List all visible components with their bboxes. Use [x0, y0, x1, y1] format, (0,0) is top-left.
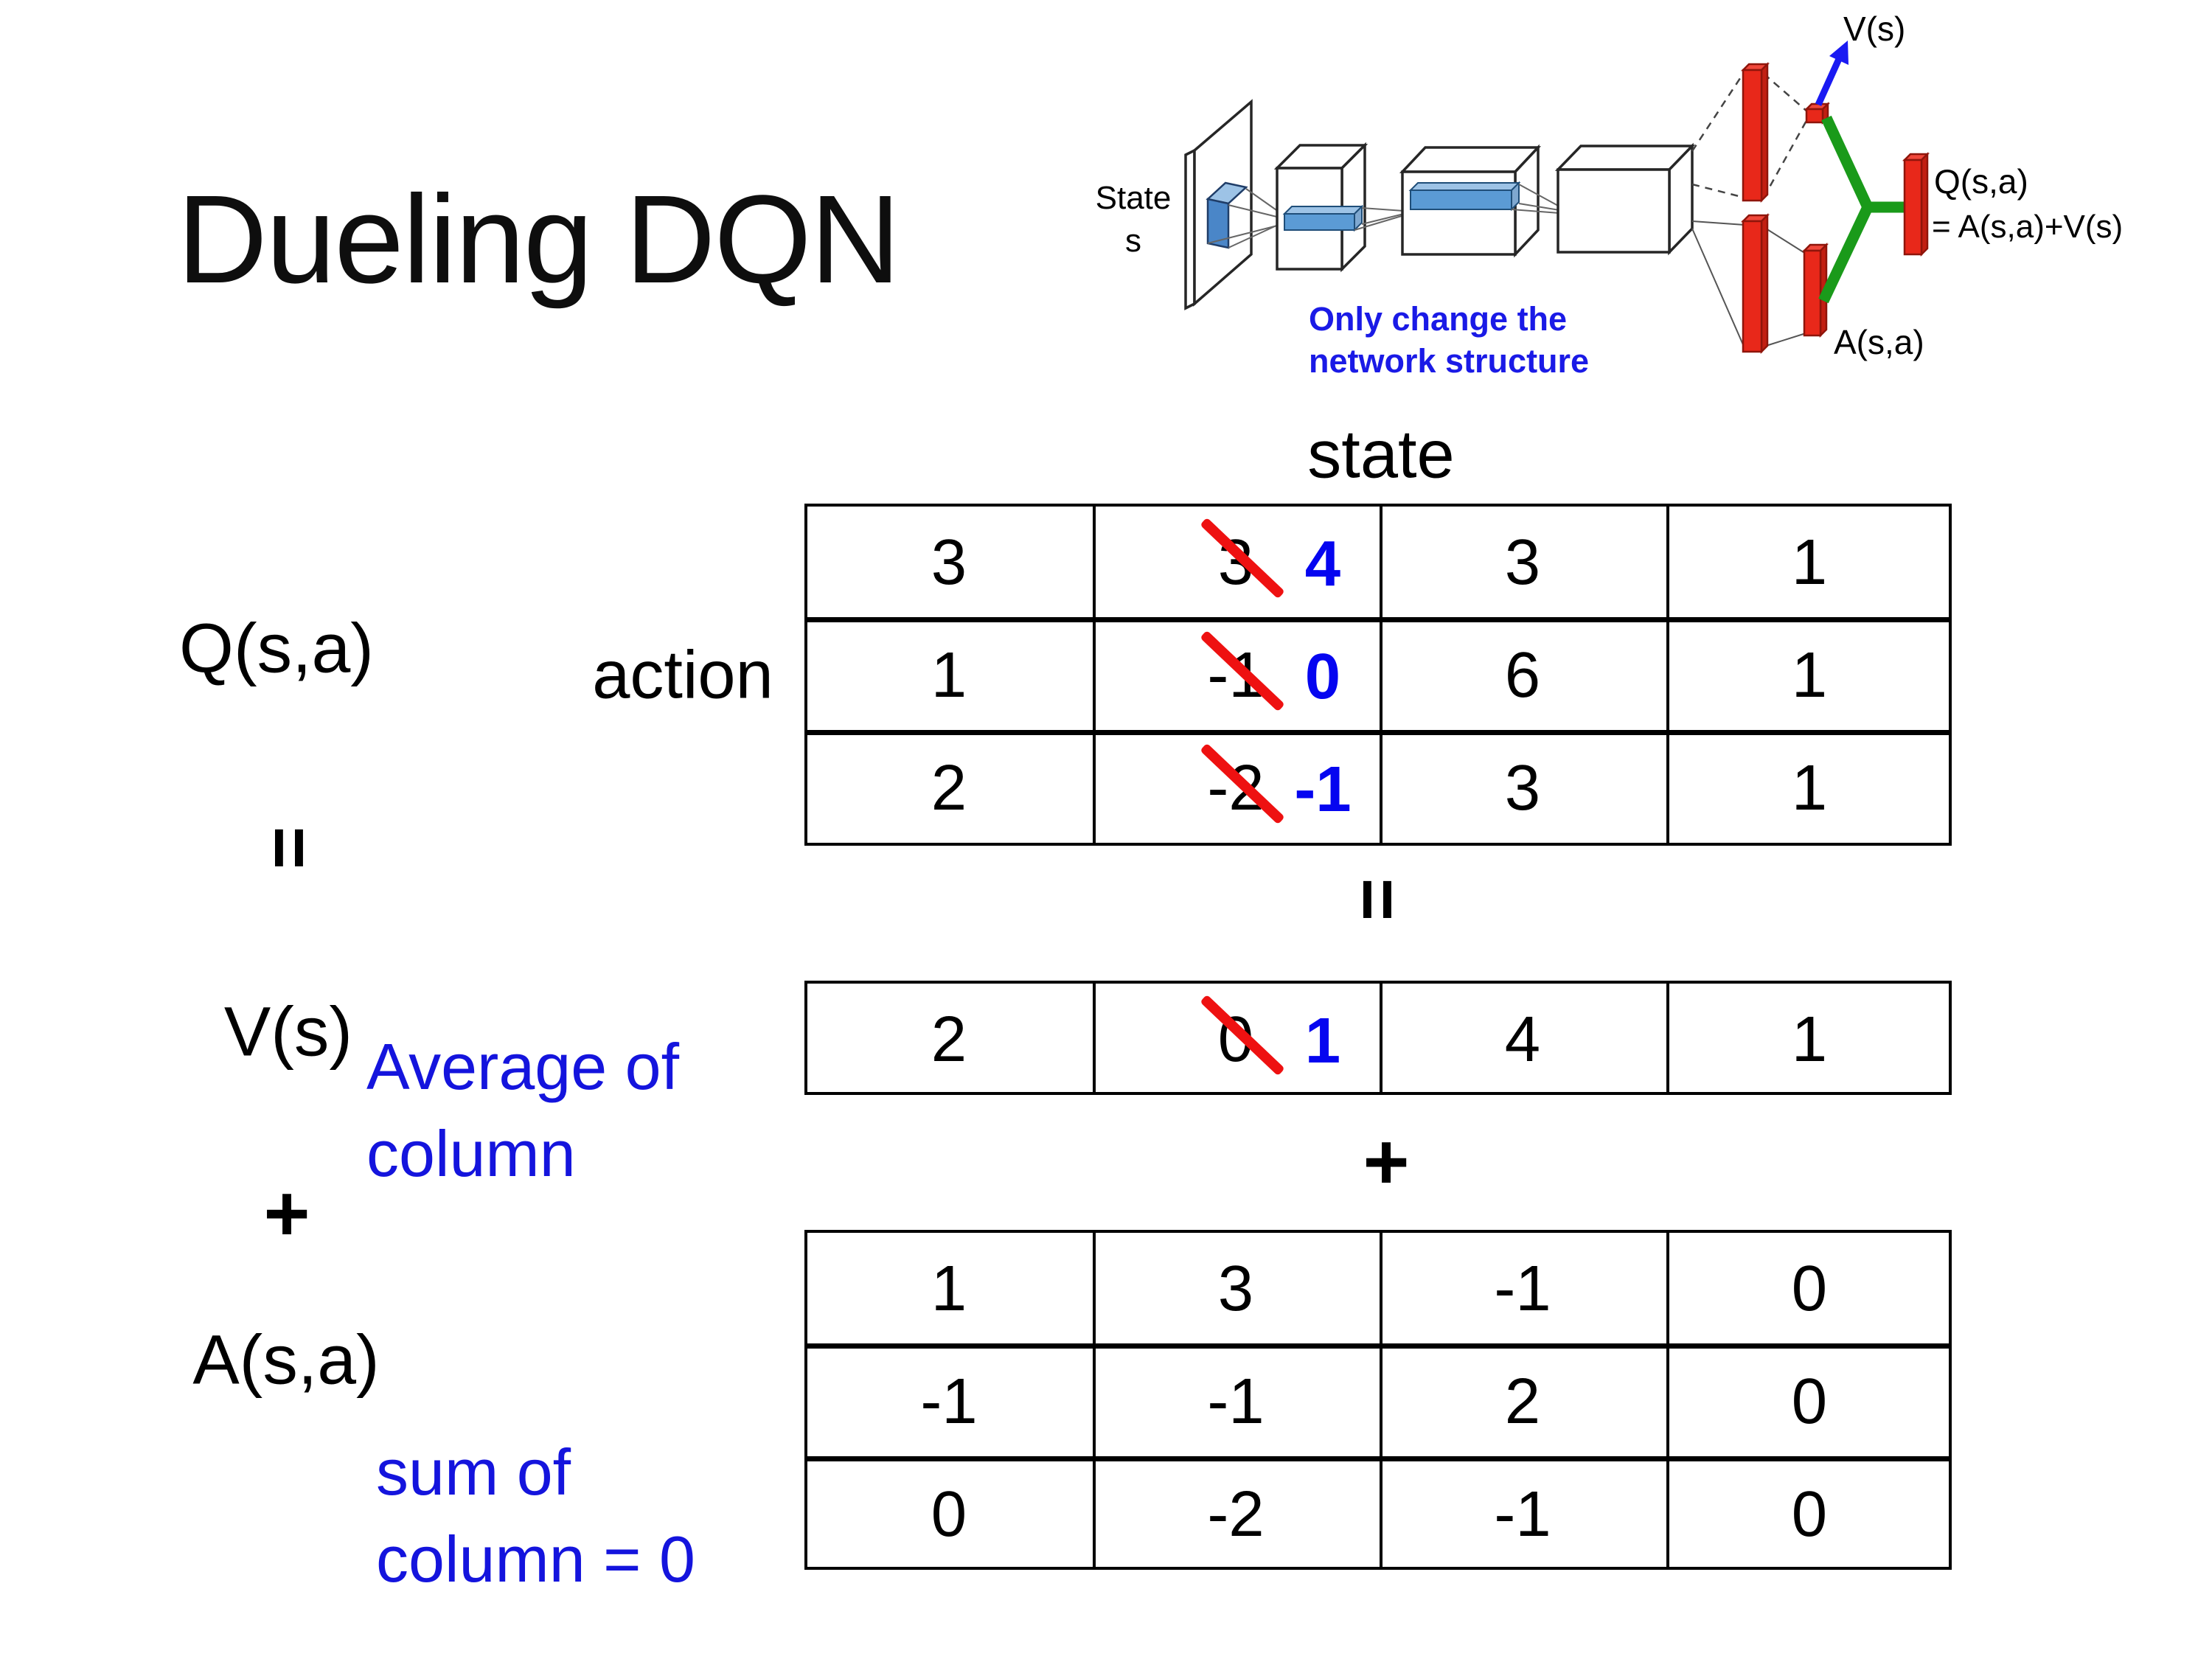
q-table-cell-r1c0: 1: [931, 639, 967, 711]
fc-bar-value: [1740, 61, 1770, 204]
a-matrix-label: A(s,a): [192, 1321, 380, 1399]
a-table-cell-r2c1: -2: [1207, 1478, 1265, 1550]
advantage-stream-lines: [1691, 220, 1806, 349]
a-table-hline-1: [807, 1343, 1949, 1349]
a-annotation-line1: sum of: [376, 1436, 571, 1509]
a-table-vline-1: [1093, 1233, 1096, 1567]
q-output-formula: = A(s,a)+V(s): [1932, 209, 2123, 245]
advantage-output-label: A(s,a): [1834, 323, 1924, 361]
state-header: state: [1307, 417, 1455, 493]
a-table-cell-r1c1: -1: [1207, 1366, 1265, 1437]
q-table-hline-1: [807, 617, 1949, 622]
v-table-override-r0: 1: [1304, 1005, 1341, 1077]
q-matrix-label: Q(s,a): [179, 609, 374, 688]
a-table-vline-2: [1380, 1233, 1382, 1567]
q-table-cell-r2c0: 2: [931, 752, 967, 824]
v-table-cell-r0c3: 1: [1791, 1004, 1828, 1075]
conv-cone-lines-2: [1354, 207, 1405, 231]
q-table-cell-r2c3: 1: [1791, 752, 1828, 824]
a-table-cell-r2c0: 0: [931, 1478, 967, 1550]
a-table: 1 3 -1 0 -1 -1 2 0 0 -2 -1 0: [804, 1230, 1952, 1570]
a-table-cell-r1c2: 2: [1504, 1366, 1541, 1437]
value-node: [1804, 101, 1831, 125]
a-table-hline-2: [807, 1456, 1949, 1461]
diagram-note-line2: network structure: [1309, 342, 1589, 380]
q-table-vline-2: [1380, 507, 1382, 843]
v-table-cell-r0c0: 2: [931, 1004, 967, 1075]
state-input-s: s: [1125, 223, 1141, 259]
q-table-cell-r0c0: 3: [931, 526, 967, 598]
v-annotation-line2: column: [366, 1117, 576, 1190]
action-label: action: [592, 637, 773, 713]
a-table-cell-r0c3: 0: [1791, 1253, 1828, 1324]
q-table-override-r0: 4: [1304, 528, 1341, 599]
v-table-vline-3: [1666, 984, 1669, 1092]
plus-center: +: [1363, 1116, 1410, 1206]
a-table-cell-r1c0: -1: [920, 1366, 978, 1437]
a-annotation-line2: column = 0: [376, 1523, 695, 1596]
q-table-hline-2: [807, 730, 1949, 735]
conv-cone-lines-3: [1511, 184, 1560, 214]
diagram-note-line1: Only change the: [1309, 300, 1567, 338]
a-table-cell-r2c2: -1: [1494, 1478, 1551, 1550]
a-table-cell-r0c1: 3: [1217, 1253, 1254, 1324]
feature-bar-3: [1408, 181, 1521, 212]
a-table-cell-r0c0: 1: [931, 1253, 967, 1324]
v-table-cell-r0c2: 4: [1504, 1004, 1541, 1075]
a-table-vline-3: [1666, 1233, 1669, 1567]
state-input-label: State: [1096, 180, 1172, 216]
v-table-vline-1: [1093, 984, 1096, 1092]
q-table-cell-r2c2: 3: [1504, 752, 1541, 824]
fc-bar-advantage: [1740, 212, 1770, 355]
dueling-network-diagram: State s: [1096, 10, 2124, 380]
v-matrix-label: V(s): [223, 992, 353, 1071]
a-table-cell-r1c3: 0: [1791, 1366, 1828, 1437]
plus-left: +: [263, 1168, 310, 1258]
value-stream-dashed-lines: [1691, 71, 1809, 199]
conv-filter-icon: [1206, 181, 1248, 249]
page-title: Dueling DQN: [177, 170, 900, 310]
aggregation-branch: [1818, 115, 1907, 304]
q-table-vline-1: [1093, 507, 1096, 843]
value-output-arrow: [1815, 41, 1848, 106]
q-table-cell-r0c3: 1: [1791, 526, 1828, 598]
a-table-cell-r0c2: -1: [1494, 1253, 1551, 1324]
v-table-vline-2: [1380, 984, 1382, 1092]
equals-center: =: [1336, 877, 1419, 922]
value-output-label: V(s): [1843, 10, 1905, 48]
q-table-override-r2: -1: [1294, 754, 1352, 825]
equals-left: =: [248, 826, 331, 870]
q-output-label: Q(s,a): [1934, 162, 2028, 201]
a-table-cell-r2c3: 0: [1791, 1478, 1828, 1550]
q-output-bar: [1902, 151, 1930, 257]
q-table-vline-3: [1666, 507, 1669, 843]
conv-box-4: [1554, 142, 1696, 256]
q-table-cell-r1c3: 1: [1791, 639, 1828, 711]
v-annotation-line1: Average of: [366, 1030, 680, 1103]
feature-bar-2: [1282, 204, 1364, 232]
q-table-cell-r1c2: 6: [1504, 639, 1541, 711]
q-table-cell-r0c2: 3: [1504, 526, 1541, 598]
q-table-override-r1: 0: [1304, 641, 1341, 712]
